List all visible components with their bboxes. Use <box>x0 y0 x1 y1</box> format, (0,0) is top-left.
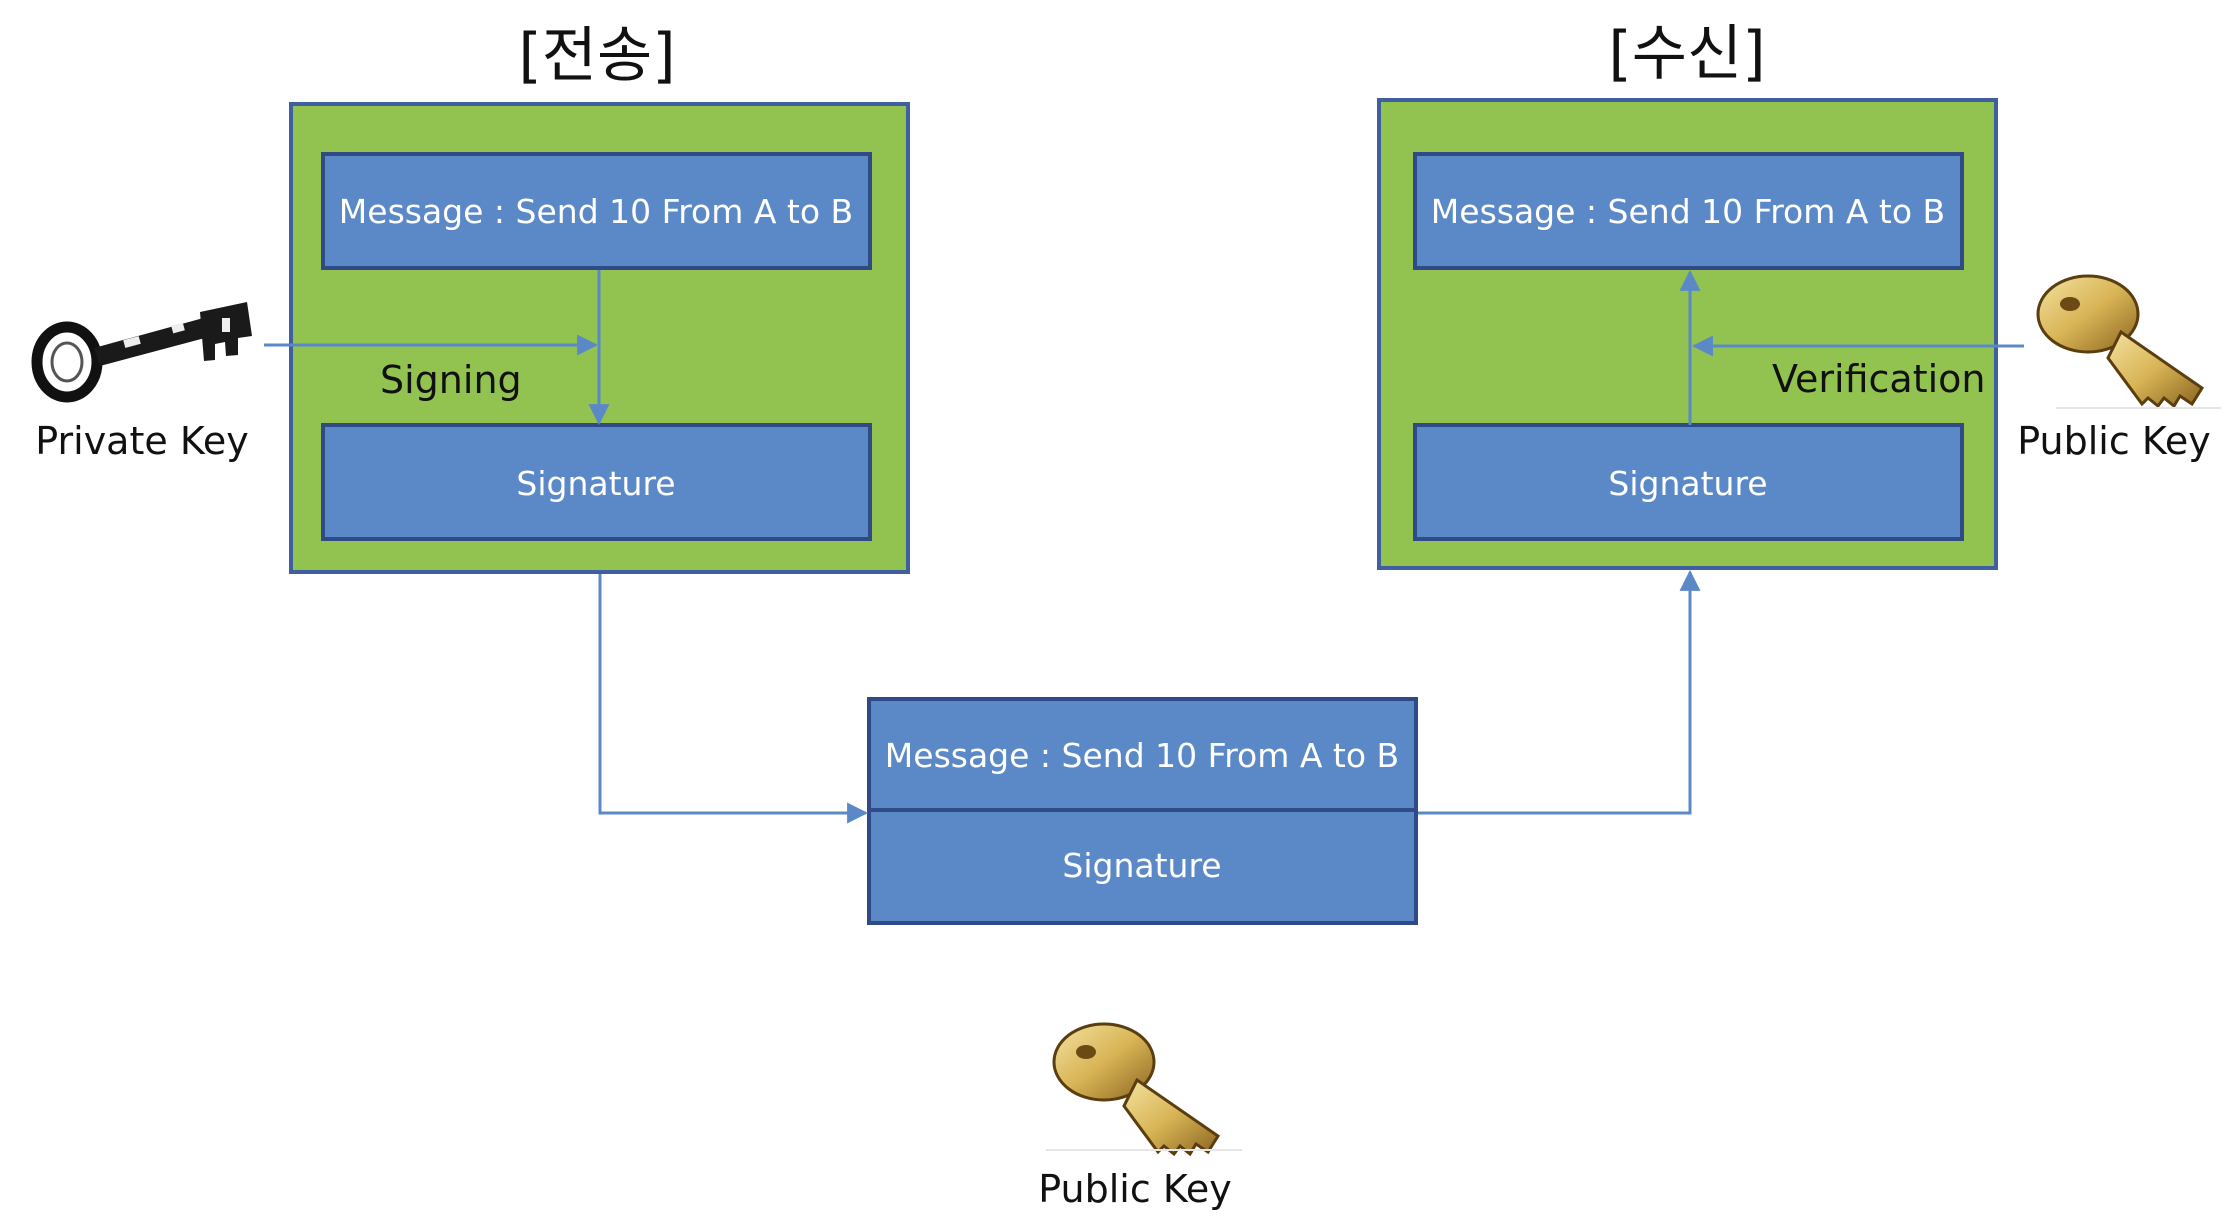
packet-signature-box <box>867 808 1418 925</box>
packet-message-label: Message : Send 10 From A to B <box>885 736 1399 775</box>
receive-message-label: Message : Send 10 From A to B <box>1431 192 1945 231</box>
receive-signature-box <box>1413 423 1964 541</box>
gold-key-icon <box>2036 274 2221 409</box>
packet-to-receive-arrow <box>1418 569 1701 815</box>
receive-message-box <box>1413 152 1964 270</box>
send-message-box <box>321 152 872 270</box>
send-message-label: Message : Send 10 From A to B <box>339 192 853 231</box>
public-key-receiver-label: Public Key <box>2017 419 2210 463</box>
receive-panel-title: [수신] <box>1608 19 1765 89</box>
receive-signature-label: Signature <box>1608 464 1767 503</box>
send-to-packet-arrow <box>598 574 869 824</box>
packet-message-box <box>867 697 1418 812</box>
private-key-label: Private Key <box>35 419 248 463</box>
gold-key-icon <box>1046 1022 1242 1157</box>
skeleton-key-icon <box>31 302 252 403</box>
public-key-shared-label: Public Key <box>1038 1167 1231 1211</box>
send-panel-title: [전송] <box>518 21 675 91</box>
packet-signature-label: Signature <box>1062 846 1221 885</box>
signing-label: Signing <box>380 358 522 402</box>
send-signature-label: Signature <box>516 464 675 503</box>
verification-label: Verification <box>1772 357 1986 401</box>
